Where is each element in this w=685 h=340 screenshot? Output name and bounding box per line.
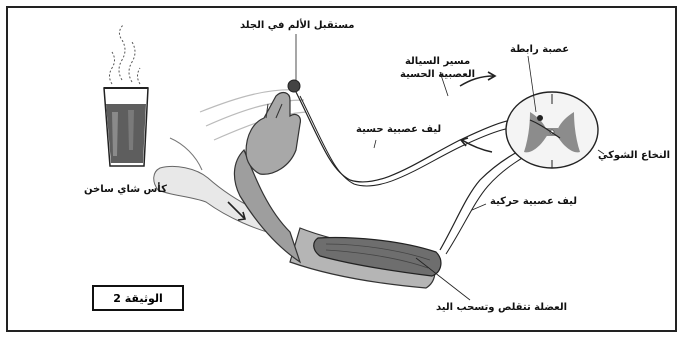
tea-glass-label: كأس شاي ساخن (84, 184, 167, 197)
impulse-path-label: مسير السيالة العصبية الحسية (400, 56, 475, 81)
spinal-cord-label: النخاع الشوكي (598, 150, 670, 163)
sensory-fiber-label: ليف عصبية حسية (356, 124, 441, 137)
interneuron-label: عصبة رابطة (510, 44, 569, 57)
impulse-path-label-line2: العصبية الحسية (400, 69, 475, 82)
document-title-box: الوثيقة 2 (92, 285, 184, 311)
document-title: الوثيقة 2 (113, 292, 163, 305)
spinal-cord-section (506, 92, 598, 168)
motor-fiber-label: ليف عصبية حركية (490, 196, 577, 209)
impulse-path-label-line1: مسير السيالة (400, 56, 475, 69)
muscle-label: العضلة تتقلص وتسحب اليد (436, 302, 567, 315)
pain-receptor-label: مستقبل الألم في الجلد (240, 20, 354, 33)
arm-illustration (234, 80, 441, 288)
tea-glass-illustration (104, 88, 148, 166)
impulse-direction-arrows (460, 72, 495, 152)
steam-illustration (110, 24, 141, 84)
